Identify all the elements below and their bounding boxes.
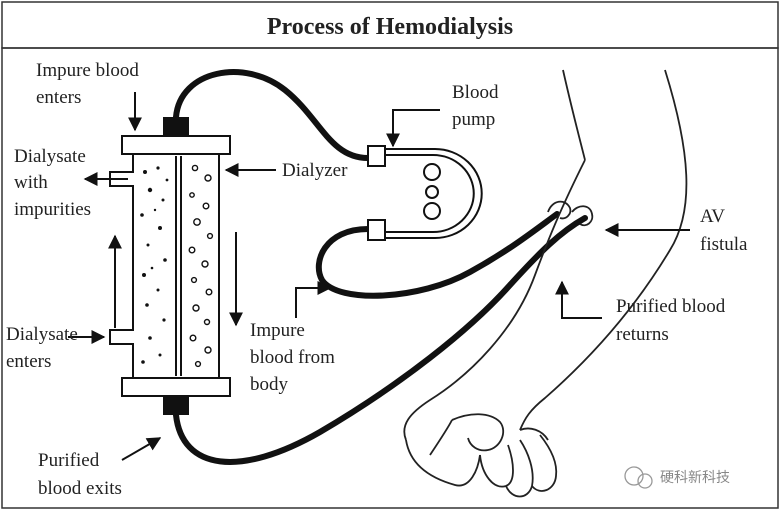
title-box [1,1,779,49]
pump-roller-middle [425,185,439,199]
label-purified-blood-returns: Purified blood returns [616,296,730,345]
label-purified-blood-exits: Purified blood exits [38,450,122,499]
tube-return-to-arm [173,215,588,465]
arm-upper-left [562,69,586,161]
pump-roller-top [423,163,441,181]
dialyzer-body [109,153,220,379]
dialyzer-bottom-connector [163,396,189,415]
knuckle-line [519,427,549,441]
blood-particles [188,164,214,368]
label-dialysate-impurities: Dialysate with impurities [14,146,91,220]
label-av-fistula: AV fistula [700,206,748,255]
pump-roller-bottom [423,202,441,220]
hand-thumb [451,413,505,452]
pump-loop-outer [385,148,483,239]
pump-loop-inner [385,154,475,233]
arm [403,69,688,498]
dialyzer [109,117,231,415]
wechat-icon [624,466,644,486]
label-impure-blood-enters: Impure blood enters [36,60,144,108]
blood-pump [367,145,483,241]
tube-to-pump [173,69,371,161]
label-impure-blood-from-body: Impure blood from body [250,320,340,395]
hand-crease [429,419,453,456]
diagram-title: Process of Hemodialysis [267,14,513,40]
diagram-frame [1,47,779,509]
label-dialysate-enters: Dialysate enters [6,324,83,372]
finger-3 [531,434,558,492]
fistula-bump-1 [547,200,572,220]
dialysate-particles [140,166,169,364]
arrow-purified-returns [555,280,602,319]
dialyzer-top-connector [163,117,189,136]
hand-palm [405,439,481,487]
label-dialyzer: Dialyzer [282,160,348,181]
arm-inner-edge [403,159,586,441]
arm-outer-edge [519,69,688,431]
wechat-icon-bubble [637,473,653,489]
pump-outlet-connector [367,219,386,241]
watermark-text: 硬科新科技 [660,470,730,486]
watermark: 硬科新科技 [624,466,730,489]
arrow-purified-exits [121,437,162,461]
tube-from-arm [315,211,560,299]
fistula-bump-2 [571,205,594,227]
dialyzer-bottom-cap [121,377,231,397]
pump-inlet-connector [367,145,386,167]
label-blood-pump: Blood pump [452,82,503,130]
dialyzer-top-cap [121,135,231,155]
arrow-blood-pump [386,109,440,148]
arrow-impure-from-body [295,281,332,318]
